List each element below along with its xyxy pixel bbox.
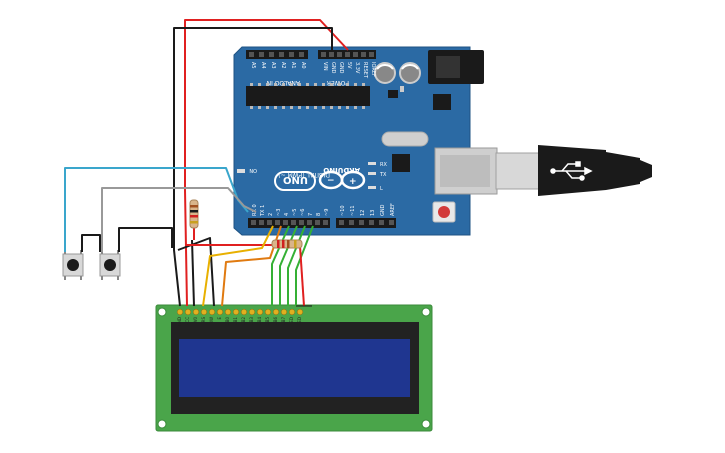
wire-yellow-rs <box>202 225 274 307</box>
wire-green-db5 <box>279 225 298 306</box>
capacitor-left <box>374 62 396 84</box>
usb-cable <box>434 145 652 196</box>
wire-green-db4 <box>271 225 290 306</box>
lcd-pin-label: V0 <box>193 317 198 323</box>
pushbutton-2[interactable] <box>99 250 121 280</box>
lcd-pin-label: DB4 <box>257 317 262 326</box>
rx-led <box>368 162 376 165</box>
resistor-vertical <box>189 199 199 229</box>
power-pin-label: RESET <box>362 62 368 79</box>
lcd-pin-label: DB0 <box>225 317 230 326</box>
lcd-pin-label: LED <box>289 317 294 325</box>
wire-cyan-button <box>64 167 249 252</box>
rx-label: RX <box>380 162 387 168</box>
lcd-module: GND VCC V0 RS RW E DB0 DB1 DB2 DB3 DB4 D… <box>155 304 433 432</box>
arduino-infinity-logo: − + <box>318 170 366 190</box>
svg-text:−: − <box>327 176 335 186</box>
wire-black-button-1 <box>81 234 101 252</box>
wire-black-gnd <box>173 27 333 307</box>
crystal-oscillator <box>381 131 429 147</box>
lcd-pin-label: LED <box>297 317 302 325</box>
lcd-pin-label: VCC <box>185 317 190 326</box>
digital-pin-label: 13 <box>370 210 376 216</box>
digital-section-label: DIGITAL (PWM ~) <box>278 171 330 178</box>
uno-badge: UNO <box>274 171 316 191</box>
usb-chip <box>392 154 410 172</box>
lcd-pin-label: DB2 <box>241 317 246 326</box>
analog-pin-label: A1 <box>290 62 296 69</box>
tx-led <box>368 172 376 175</box>
voltage-regulator <box>433 94 451 110</box>
tx-label: TX <box>379 172 387 178</box>
atmega-chip <box>246 83 370 109</box>
digital-pin-label: 7 <box>308 213 314 216</box>
reset-button[interactable] <box>432 201 456 223</box>
digital-pin-label: 8 <box>316 213 322 216</box>
lcd-pin-label: DB1 <box>233 317 238 326</box>
digital-header-right <box>336 218 396 228</box>
power-pin-label: VIN <box>322 62 328 71</box>
digital-pin-label: TX 1 <box>260 205 266 217</box>
wire-black-button-2 <box>118 227 173 252</box>
digital-pin-label: 4 <box>284 213 290 216</box>
wire-red-5v <box>184 19 349 307</box>
lcd-pin-label: E <box>217 317 222 320</box>
digital-pin-label: ~5 <box>292 209 298 216</box>
analog-pin-label: A3 <box>270 62 276 69</box>
power-pin-label: IOREF <box>370 62 376 77</box>
analog-pin-label: A0 <box>300 62 306 69</box>
lcd-pin-label: DB6 <box>273 317 278 326</box>
on-led <box>237 169 245 173</box>
svg-text:+: + <box>349 177 357 187</box>
lcd-pin-label: RW <box>209 317 214 324</box>
pushbutton-1[interactable] <box>62 250 84 280</box>
arduino-board: A5 A4 A3 A2 A1 A0 VIN GND GND 5V 3.3V RE… <box>233 46 484 236</box>
wire-green-db7 <box>295 225 314 306</box>
lcd-pin-label: DB5 <box>265 317 270 326</box>
wire-black-v0 <box>191 239 195 307</box>
lcd-pin-pads <box>176 308 304 316</box>
lcd-pin-label: RS <box>201 317 206 323</box>
on-led-label: ON <box>249 167 257 173</box>
lcd-pin-label: DB3 <box>249 317 254 326</box>
digital-pin-label: ~9 <box>324 209 330 216</box>
analog-header <box>246 50 308 59</box>
wire-gray-button <box>101 187 257 252</box>
analog-pin-label: A5 <box>250 62 256 69</box>
power-pin-label: GND <box>338 62 344 74</box>
power-pin-label: 5V <box>346 62 352 69</box>
analog-section-label: ANALOG IN <box>267 79 300 86</box>
l-label: L <box>380 186 383 192</box>
usb-icon <box>550 161 593 181</box>
digital-pin-label: ~3 <box>276 209 282 216</box>
power-pin-label: 3.3V <box>354 62 360 74</box>
resistor-horizontal <box>271 239 303 249</box>
analog-pin-label: A4 <box>260 62 266 69</box>
digital-pin-label: RX 0 <box>252 204 258 216</box>
digital-pin-label: 2 <box>268 213 274 216</box>
lcd-screen <box>179 339 410 397</box>
digital-pin-label: 12 <box>360 210 366 216</box>
power-section-label: POWER <box>327 79 349 86</box>
digital-pin-label: ~11 <box>350 205 356 216</box>
digital-pin-label: ~6 <box>300 209 306 216</box>
capacitor-right <box>399 62 421 84</box>
analog-pin-label: A2 <box>280 62 286 69</box>
arduino-brand: ARDUINO <box>323 166 360 174</box>
lcd-pin-label: DB7 <box>281 317 286 326</box>
digital-pin-label: ~10 <box>340 205 346 216</box>
digital-pin-label: AREF <box>390 203 396 216</box>
power-pin-label: GND <box>330 62 336 74</box>
digital-pin-label: GND <box>380 204 386 216</box>
digital-header-left <box>248 218 330 228</box>
wire-red-led <box>299 245 305 307</box>
l-led <box>368 186 376 189</box>
uno-label: UNO <box>283 174 308 185</box>
lcd-pin-label: GND <box>177 317 182 326</box>
